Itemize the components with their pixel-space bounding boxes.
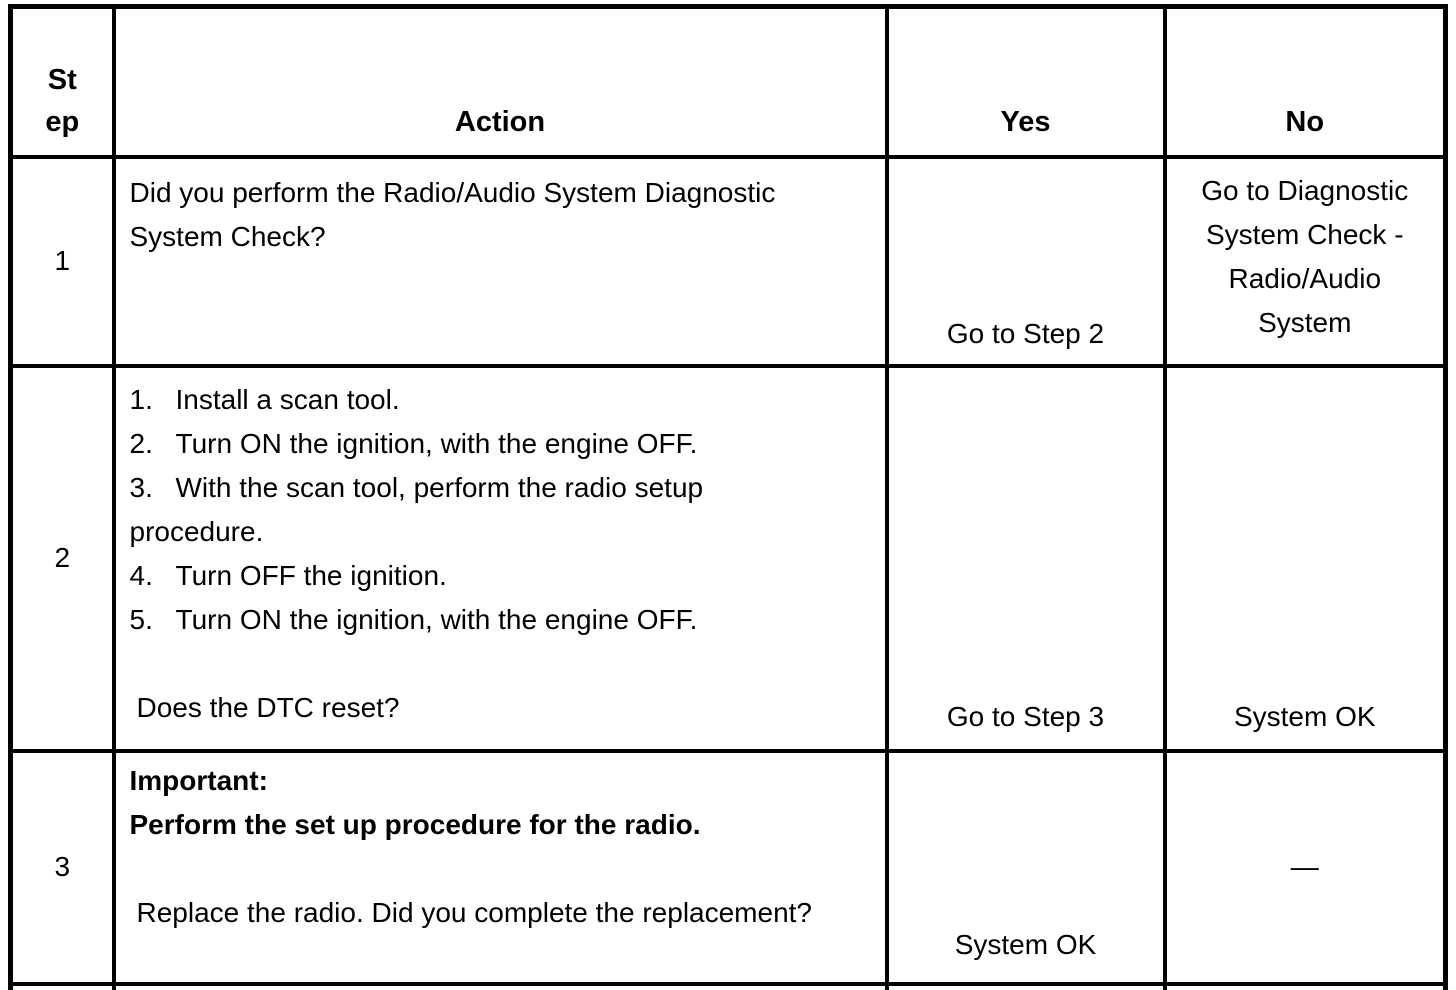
yes-result-cell: System OK (884, 748, 1167, 986)
list-item-number: 5. (129, 603, 153, 635)
yes-result-text: Go to Step 2 (946, 317, 1105, 349)
action-question: Does the DTC reset? (136, 691, 400, 723)
table-row-step-3: 3 Important: Perform the set up procedur… (8, 748, 1448, 986)
no-result-line: System Check - (1205, 218, 1404, 250)
action-cell: 1. Install a scan tool. 2. Turn ON the i… (111, 363, 889, 753)
step-header-line: St (47, 63, 77, 96)
col-header-yes: Yes (884, 4, 1167, 159)
no-result-dash: — (1290, 851, 1319, 882)
action-cell: Did you perform the Radio/Audio System D… (111, 154, 889, 368)
no-result-line: System (1258, 306, 1352, 338)
list-item-continuation: procedure. (129, 515, 264, 547)
col-header-no: No (1162, 4, 1448, 159)
action-question: Replace the radio. Did you complete the … (136, 896, 813, 928)
col-header-step: St ep (8, 4, 116, 159)
cutoff-cell (884, 981, 1167, 990)
yes-result-text: System OK (954, 928, 1097, 960)
list-item-text: Turn OFF the ignition. (175, 559, 447, 591)
no-result-cell: Go to Diagnostic System Check - Radio/Au… (1162, 154, 1448, 368)
no-result-cell: System OK (1162, 363, 1448, 753)
yes-result-text: Go to Step 3 (946, 700, 1105, 732)
step-header-line: ep (45, 105, 80, 138)
numbered-list-item: 2. Turn ON the ignition, with the engine… (130, 422, 861, 466)
numbered-list-item: 4. Turn OFF the ignition. (130, 554, 861, 598)
list-item-number: 2. (129, 427, 153, 459)
step-number-cell: 1 (8, 154, 116, 368)
no-result-cell: — (1162, 748, 1448, 986)
no-result-line: Radio/Audio (1228, 262, 1382, 294)
numbered-list-item: 5. Turn ON the ignition, with the engine… (130, 598, 861, 642)
list-item-text: Install a scan tool. (175, 383, 400, 415)
next-row-cutoff (8, 981, 1448, 990)
numbered-list-item: 3. With the scan tool, perform the radio… (130, 466, 861, 510)
table-row-step-1: 1 Did you perform the Radio/Audio System… (8, 154, 1448, 368)
diagnostic-table: St ep Action Yes No 1 Did you perform th… (8, 4, 1448, 990)
step-number-cell: 2 (8, 363, 116, 753)
important-label: Important: (129, 764, 268, 796)
yes-result-cell: Go to Step 2 (884, 154, 1167, 368)
cutoff-cell (111, 981, 889, 990)
blank-line (130, 847, 861, 891)
list-item-text: Turn ON the ignition, with the engine OF… (175, 427, 698, 459)
list-item-number: 1. (129, 383, 153, 415)
step-number-cell: 3 (8, 748, 116, 986)
blank-line (130, 642, 861, 686)
list-item-number: 4. (129, 559, 153, 591)
list-item-text: With the scan tool, perform the radio se… (175, 471, 704, 503)
no-result-line: Go to Diagnostic (1201, 174, 1409, 206)
important-text: Perform the set up procedure for the rad… (129, 808, 701, 840)
action-cell: Important: Perform the set up procedure … (111, 748, 889, 986)
header-row: St ep Action Yes No (8, 4, 1448, 159)
action-text-line: System Check? (129, 220, 326, 252)
col-header-action: Action (111, 4, 889, 159)
table-row-step-2: 2 1. Install a scan tool. 2. Turn ON the… (8, 363, 1448, 753)
list-item-number: 3. (129, 471, 153, 503)
no-result-text: System OK (1233, 700, 1376, 732)
yes-result-cell: Go to Step 3 (884, 363, 1167, 753)
action-text-line: Did you perform the Radio/Audio System D… (129, 176, 776, 208)
numbered-list-item: 1. Install a scan tool. (130, 378, 861, 422)
cutoff-cell (1162, 981, 1448, 990)
list-item-text: Turn ON the ignition, with the engine OF… (175, 603, 698, 635)
cutoff-cell (8, 981, 116, 990)
